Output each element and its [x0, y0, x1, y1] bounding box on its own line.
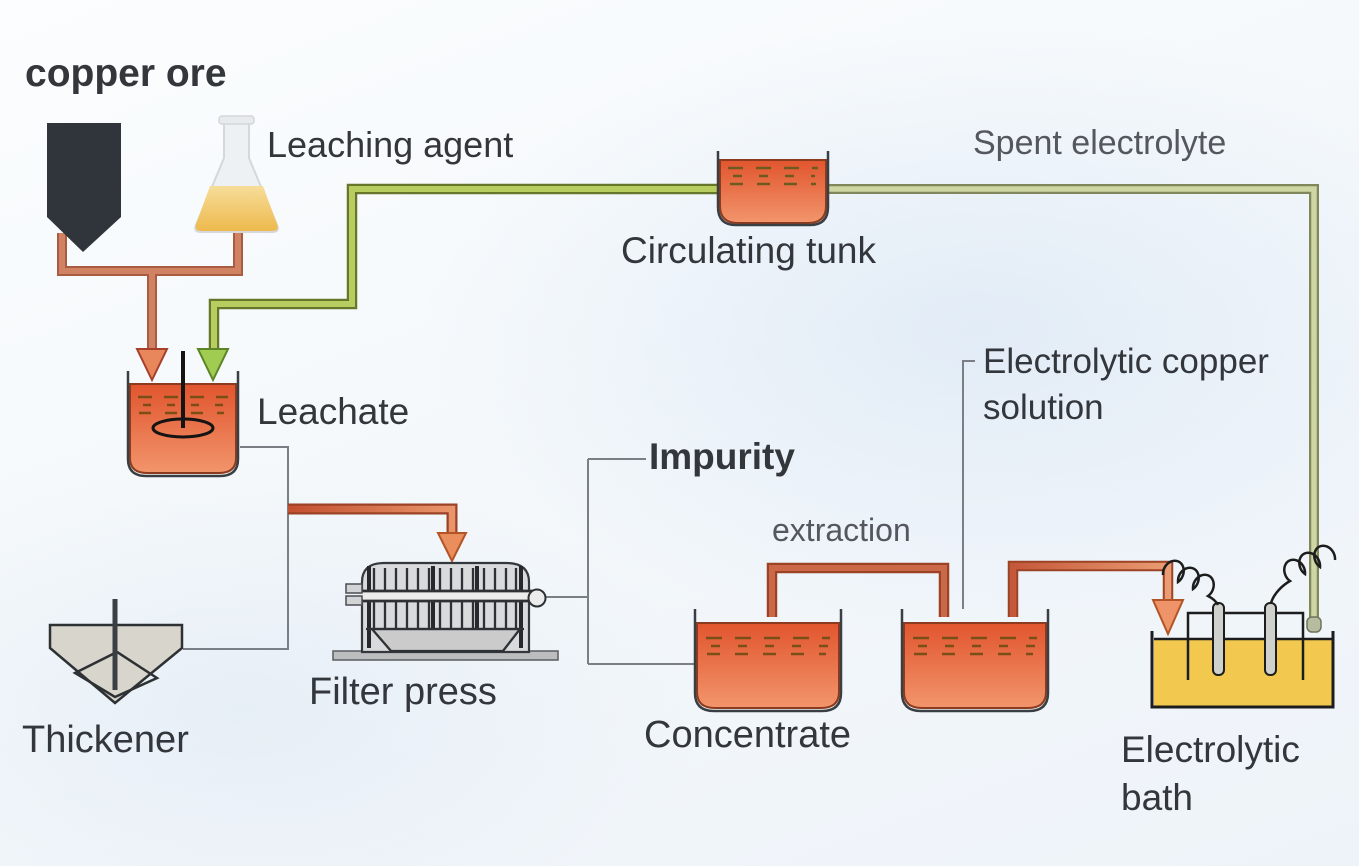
rake-icon [72, 650, 160, 699]
liquid-dashes [706, 636, 830, 656]
extraction-label: extraction [772, 512, 911, 548]
thickener-icon [48, 599, 184, 705]
electrolytic-bath-label: Electrolytic bath [1121, 729, 1300, 819]
concentrate-tank-1-icon [693, 609, 843, 713]
circulating-tank-label: Circulating tunk [621, 230, 877, 271]
liquid-dashes [728, 166, 818, 186]
electrode-icon [1264, 602, 1277, 676]
pipe-end-cap [1306, 616, 1322, 633]
feed-pipe [57, 233, 243, 383]
coil-wire-icon [1161, 559, 1220, 606]
electrode-wire-frame [1186, 611, 1305, 680]
filter-feed-pipe [288, 503, 468, 564]
electrolytic-bath-icon [1150, 544, 1337, 709]
liquid-dashes [913, 636, 1037, 656]
circulating-tank-icon [716, 151, 830, 227]
leaching-agent-flask-icon [194, 115, 279, 233]
stirrer-icon [151, 351, 215, 439]
electrode-icon [1212, 602, 1225, 676]
bath-feed-pipe [1007, 560, 1185, 637]
electrolytic-copper-solution-label: Electrolytic copper solution [983, 342, 1269, 428]
bath-feed-arrow [1151, 599, 1185, 637]
leach-solution-pipe [196, 183, 718, 383]
filter-feed-arrow [436, 532, 468, 564]
concentrate-label: Concentrate [644, 714, 852, 756]
impurity-label: Impurity [649, 436, 795, 477]
spent-electrolyte-label: Spent electrolyte [973, 124, 1227, 162]
feed-arrow [135, 348, 169, 383]
extraction-pipe [766, 562, 950, 617]
coil-wire-icon [1269, 544, 1337, 604]
thickener-label: Thickener [22, 719, 189, 761]
filter-press-icon [332, 561, 559, 661]
spent-electrolyte-pipe [828, 184, 1322, 633]
leachate-tank-icon [126, 351, 240, 478]
concentrate-tank-2-icon [900, 609, 1050, 713]
connector-lines [183, 360, 975, 665]
copper-ore-hopper-icon [47, 123, 121, 252]
leach-arrow [196, 348, 230, 383]
filter-press-label: Filter press [309, 671, 497, 713]
copper-ore-label: copper ore [25, 52, 227, 95]
leaching-agent-label: Leaching agent [267, 124, 514, 165]
leachate-label: Leachate [257, 391, 410, 432]
